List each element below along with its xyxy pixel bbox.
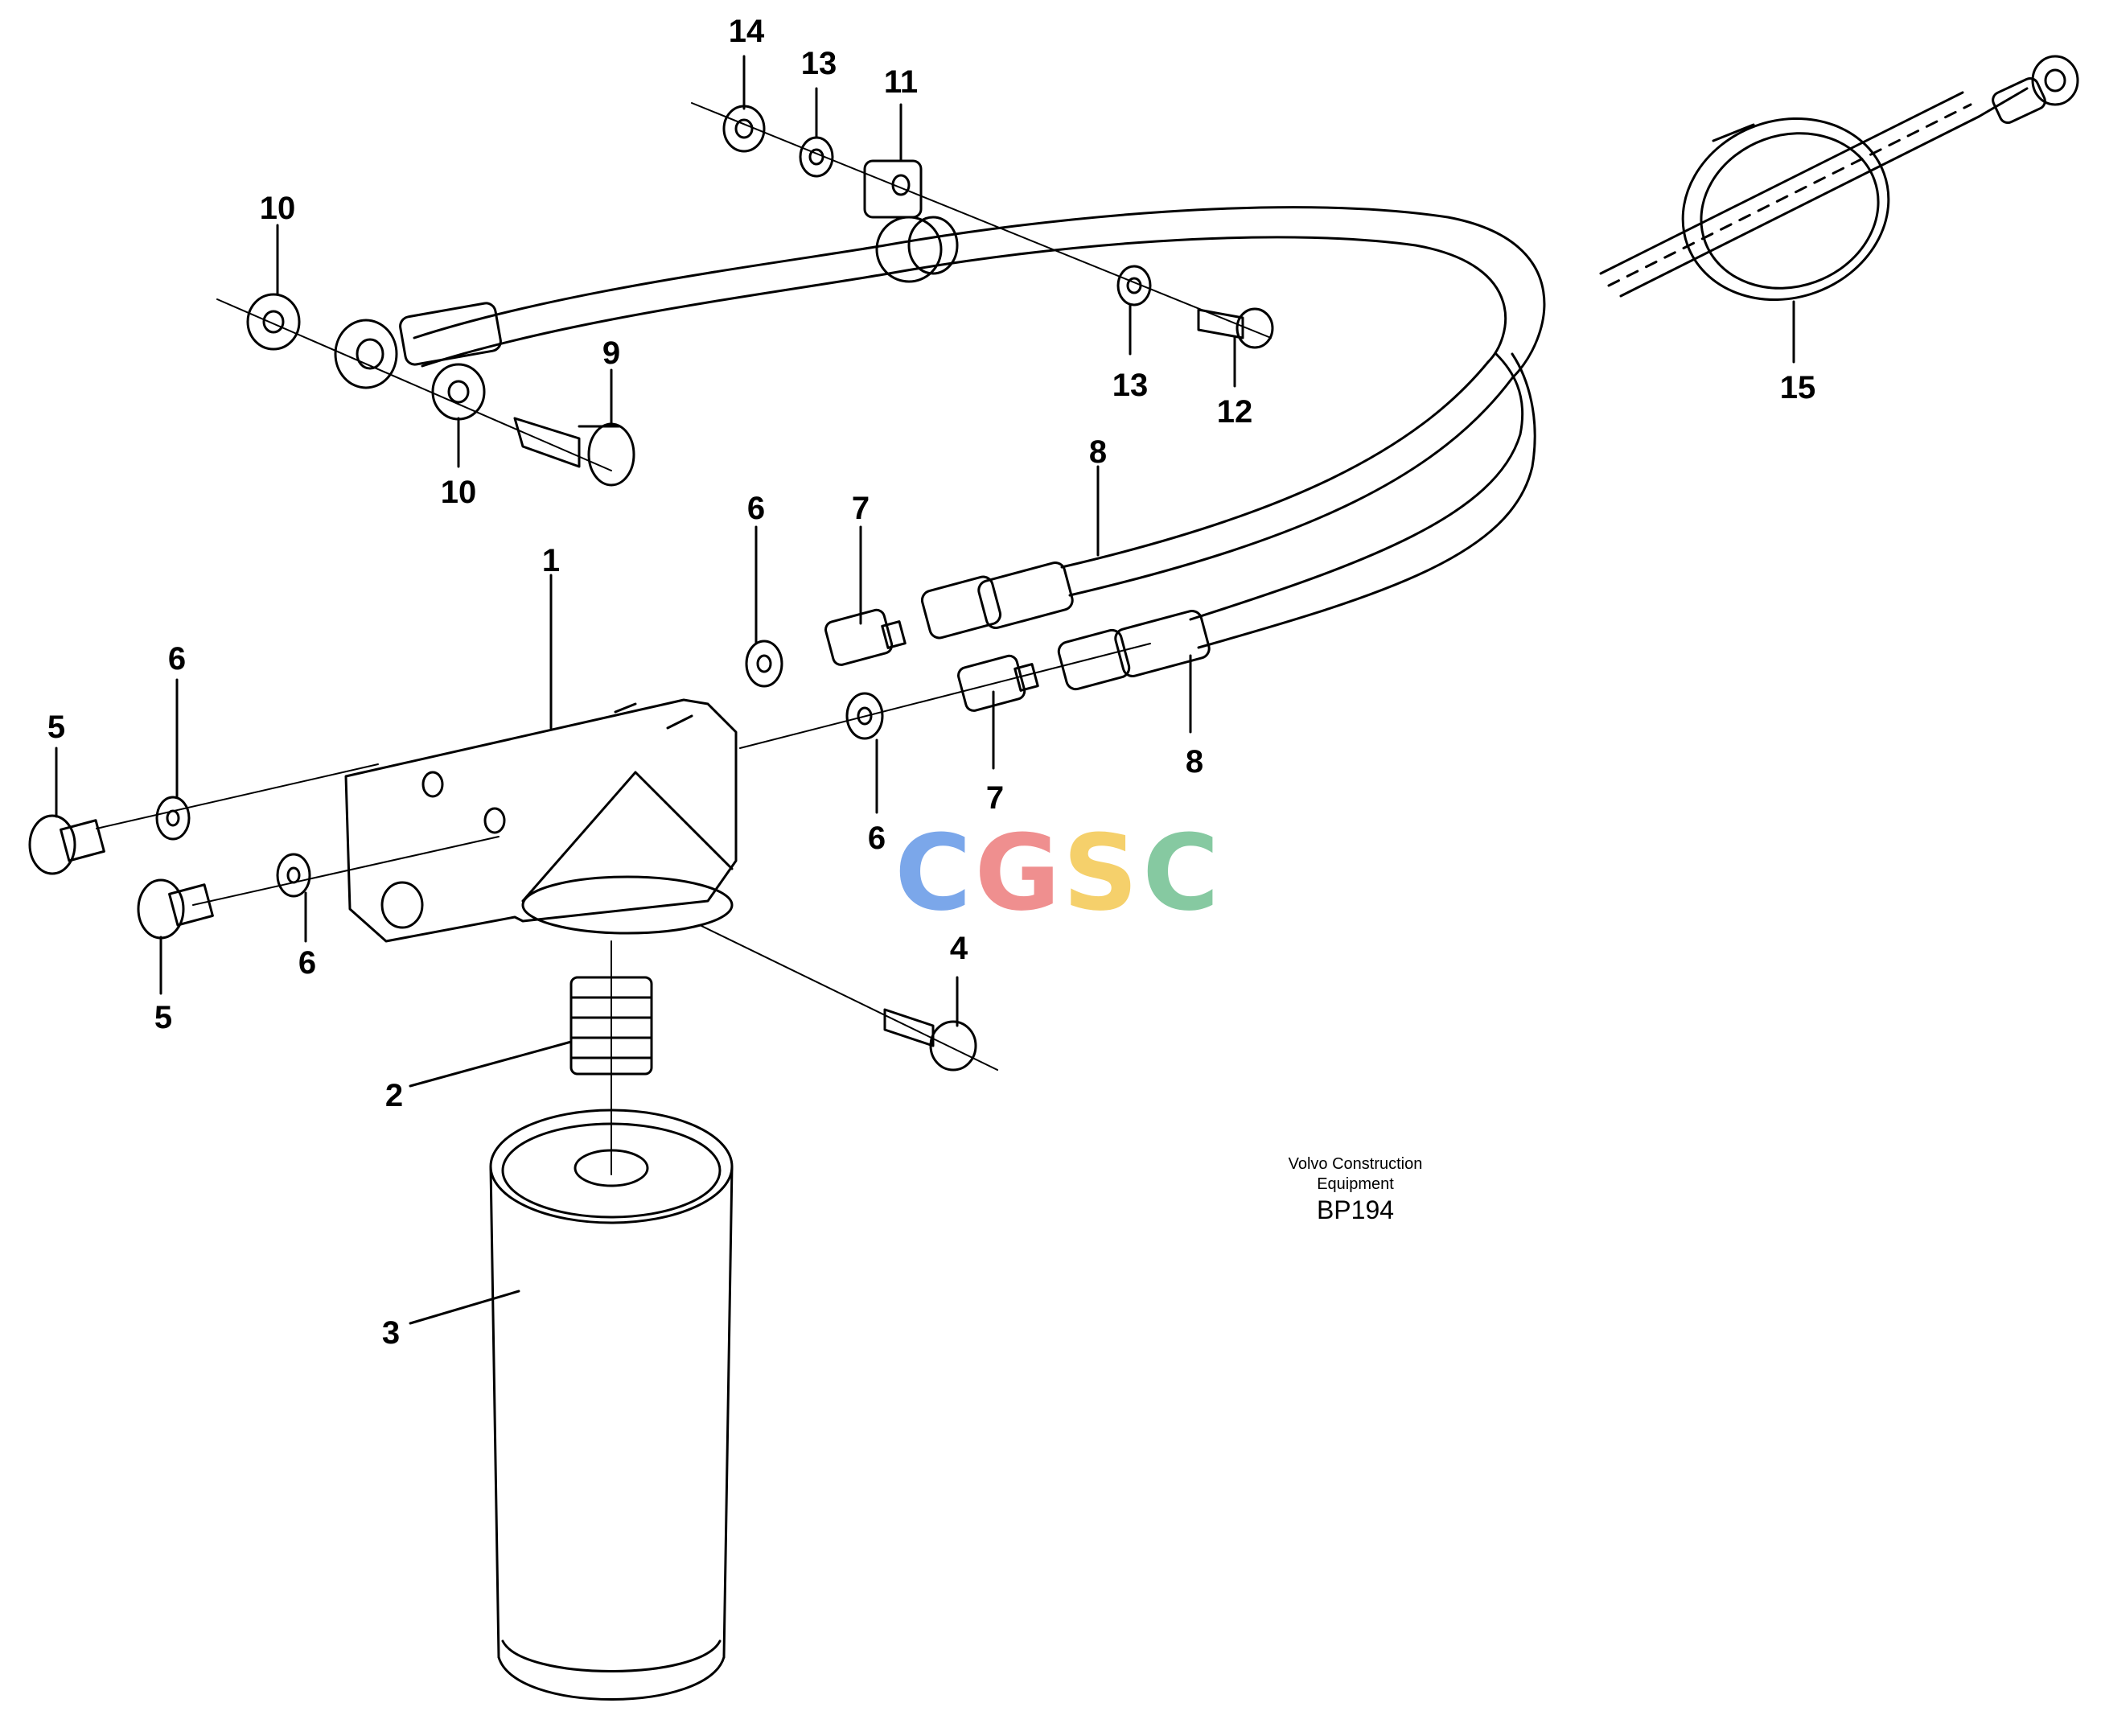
hose-right [1599, 87, 2029, 298]
callout-6: 6 [747, 491, 765, 526]
hose-fitting-8-lower [1057, 609, 1211, 691]
filter-head-1 [344, 698, 738, 943]
threaded-nipple-2 [569, 976, 653, 1076]
watermark-letter: G [975, 812, 1061, 934]
screw-12 [1197, 307, 1274, 349]
pipe-clamp [863, 159, 959, 283]
callout-8: 8 [1186, 744, 1203, 780]
callout-13: 13 [1112, 368, 1149, 403]
callout-5: 5 [154, 1000, 172, 1035]
watermark-letter: S [1063, 812, 1138, 934]
callout-6: 6 [298, 945, 316, 981]
callout-13: 13 [801, 46, 837, 81]
nut-14 [722, 105, 766, 153]
washer-10-lower [431, 363, 486, 421]
sensor-fitting-7-upper [824, 608, 907, 666]
assembly-axes [96, 102, 1272, 1175]
washer-6-upper [745, 640, 783, 688]
leader-lines [55, 55, 1795, 1325]
watermark-letter: C [894, 812, 971, 934]
oil-filter-3 [489, 1109, 734, 1701]
washer-6-lower [276, 853, 311, 898]
sensor-fitting-7-lower [957, 654, 1039, 712]
callout-3: 3 [382, 1315, 400, 1351]
washer-6-left [155, 796, 191, 841]
washer-10-upper [246, 293, 301, 351]
banjo-bolt-9 [513, 417, 635, 487]
callout-1: 1 [542, 543, 560, 578]
callout-6: 6 [868, 821, 886, 856]
hose-fitting-8-upper [920, 561, 1074, 640]
hose-end-fitting [334, 302, 502, 389]
callout-8: 8 [1089, 434, 1107, 470]
callout-12: 12 [1217, 394, 1253, 430]
screw-4 [883, 1008, 977, 1072]
callout-10: 10 [260, 191, 296, 226]
watermark-logo: C G S C [894, 812, 1219, 934]
callout-5: 5 [47, 710, 65, 745]
callout-11: 11 [884, 64, 918, 100]
callout-15: 15 [1780, 370, 1816, 405]
callout-7: 7 [852, 491, 870, 526]
callout-numbers: 14 13 11 10 9 10 13 12 15 8 7 6 1 6 5 8 … [47, 14, 1815, 1351]
hose-clamp-ring [1681, 117, 1890, 302]
callout-2: 2 [385, 1078, 403, 1113]
plug-5-lower [137, 878, 214, 940]
banjo-end-right [1992, 55, 2079, 125]
watermark-letter: C [1142, 812, 1219, 934]
callout-9: 9 [602, 335, 620, 371]
washer-13-right [1116, 265, 1152, 306]
hose-lower [1189, 352, 1536, 649]
illustration-code: BP194 [1317, 1195, 1394, 1224]
plug-5-upper [28, 814, 105, 875]
callout-7: 7 [986, 780, 1004, 816]
callout-4: 4 [950, 931, 968, 966]
washer-13-left [799, 136, 834, 178]
hose-upper [413, 206, 1546, 597]
washer-6-middle [845, 692, 884, 740]
credit-line-2: Equipment [1317, 1175, 1394, 1193]
callout-10: 10 [441, 475, 477, 510]
credit-line-1: Volvo Construction [1289, 1155, 1423, 1173]
callout-6: 6 [168, 641, 186, 677]
publisher-credit: Volvo Construction Equipment BP194 [1289, 1155, 1423, 1224]
callout-14: 14 [729, 14, 765, 49]
